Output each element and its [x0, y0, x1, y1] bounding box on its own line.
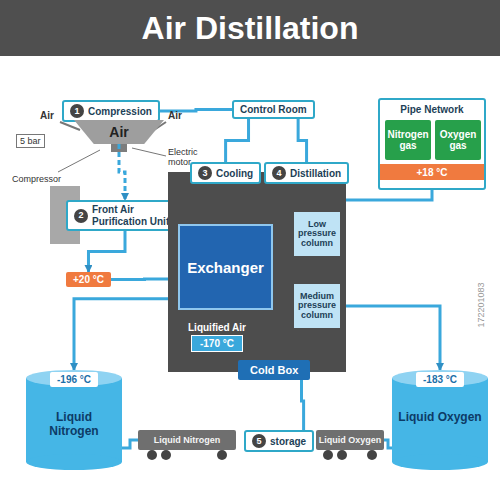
heat-exchanger: Exchanger: [178, 224, 273, 310]
truck-trailer: Liquid Nitrogen: [138, 430, 236, 450]
node-text: Cooling: [216, 168, 253, 179]
node-text: Liquid Nitrogen: [32, 411, 116, 439]
node-text: Exchanger: [187, 259, 264, 276]
truck-wheel: [337, 450, 347, 460]
tank-top: [26, 370, 122, 386]
temperature-bar: +18 °C: [380, 164, 484, 180]
liquid-air-tag: Liquified Air -170 °C: [188, 322, 246, 352]
truck-wheel: [217, 450, 227, 460]
process-box: 1 Compression: [62, 100, 160, 122]
callout-number: 5: [252, 434, 266, 448]
node-text: Liquified Air: [188, 322, 246, 333]
process-box: 5 storage: [244, 430, 314, 452]
node-text: Distillation: [290, 168, 341, 179]
cold-box: Cold BoxExchangerLow pressure columnMedi…: [168, 172, 346, 372]
callout-number: 2: [74, 209, 88, 223]
node-text: Liquid Oxygen: [398, 411, 482, 425]
process-box: 2 Front Air Purification Unit: [66, 200, 184, 231]
pipe-connector: [122, 440, 138, 448]
truck-wheel: [147, 450, 157, 460]
network-panel: Pipe NetworkNitrogen gas Oxygen gas +18 °C: [378, 98, 486, 190]
truck-trailer: Liquid Oxygen: [316, 430, 384, 450]
node-text: -170 °C: [191, 335, 243, 352]
node-text: Air: [109, 124, 128, 140]
process-box: 3 Cooling: [190, 162, 261, 184]
pipe-connector: [302, 372, 304, 430]
pipe-connector: [226, 119, 249, 162]
leader-line: [132, 148, 166, 156]
truck-wheel: [323, 450, 333, 460]
callout-number: 4: [272, 166, 286, 180]
tank-base: [26, 454, 122, 470]
node-text: Oxygen gas: [437, 129, 479, 152]
node-text: -196 °C: [50, 372, 98, 387]
control-box: Control Room: [232, 100, 315, 119]
gas-box: Nitrogen gas: [385, 120, 431, 160]
node-text: Compression: [88, 106, 152, 117]
part-label: Electric motor: [168, 148, 216, 168]
pipe-connector: [340, 306, 440, 370]
node-text: Nitrogen gas: [387, 129, 429, 152]
callout-number: 3: [198, 166, 212, 180]
title-bar: Air Distillation: [0, 0, 500, 56]
node-text: Pipe Network: [380, 104, 484, 115]
node-text: Liquid Nitrogen: [154, 435, 221, 445]
tank-body: [392, 378, 488, 462]
tank-base: [392, 454, 488, 470]
node-text: Front Air Purification Unit: [92, 204, 176, 227]
leader-line: [58, 148, 166, 172]
part-label: Compressor: [12, 174, 61, 184]
truck-wheel: [161, 450, 171, 460]
node-text: -183 °C: [416, 372, 464, 387]
pipe-connector: [88, 231, 125, 272]
pipe-connector: [384, 440, 392, 448]
temperature-tag: +20 °C: [66, 272, 111, 287]
process-box: 4 Distillation: [264, 162, 349, 184]
funnel-shape: [74, 120, 164, 144]
node-text: Liquid Oxygen: [319, 435, 382, 445]
node-text: Low pressure column: [295, 220, 339, 248]
watermark: 172201083: [476, 282, 486, 327]
column-section: Low pressure column: [294, 212, 340, 256]
column-section: Medium pressure column: [294, 284, 340, 328]
air-intake: Air: [74, 120, 164, 144]
node-text: Cold Box: [238, 360, 310, 380]
air-label: Air: [168, 110, 182, 121]
storage-tank: -183 °C Liquid Oxygen: [392, 370, 488, 470]
pipe-connector: [298, 119, 306, 162]
pipe-connector: [74, 299, 178, 370]
node-text: Medium pressure column: [295, 292, 339, 320]
storage-tank: -196 °C Liquid Nitrogen: [26, 370, 122, 470]
truck-wheel: [367, 450, 377, 460]
pipe-connector: [119, 144, 125, 200]
tank-top: [392, 370, 488, 386]
node-text: Control Room: [240, 104, 307, 115]
leader-line: [58, 150, 100, 172]
callout-number: 1: [70, 104, 84, 118]
diagram-title: Air Distillation: [142, 10, 359, 47]
air-label: Air: [40, 110, 54, 121]
gas-box: Oxygen gas: [435, 120, 481, 160]
node-text: +18 °C: [417, 167, 448, 178]
tank-body: [26, 378, 122, 462]
pressure-label: 5 bar: [16, 134, 45, 148]
node-text: storage: [270, 436, 306, 447]
node-text: +20 °C: [73, 274, 104, 285]
